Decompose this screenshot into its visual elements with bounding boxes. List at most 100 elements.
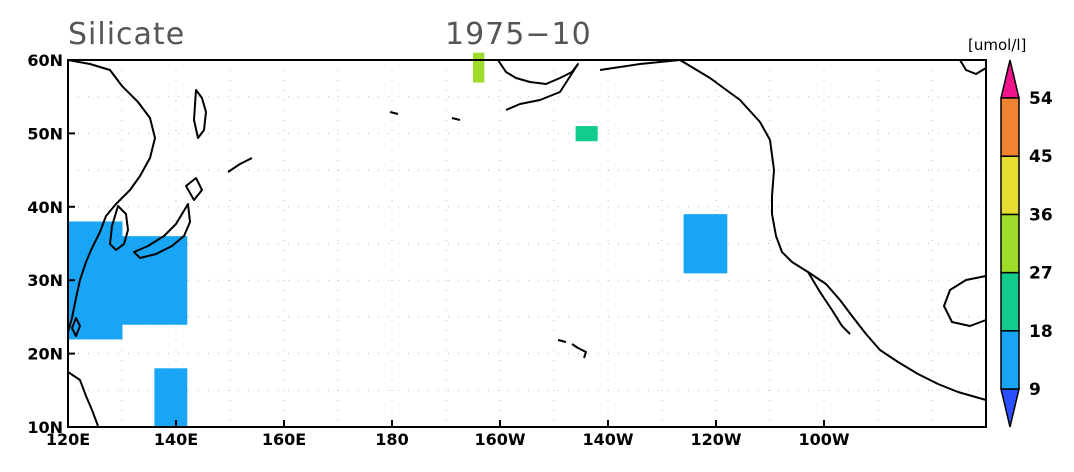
coastline-hawaii xyxy=(557,339,587,359)
data-cell xyxy=(705,214,717,230)
data-cell xyxy=(68,236,80,252)
data-cell xyxy=(100,324,112,340)
data-cell xyxy=(473,67,485,83)
coastline-philippines xyxy=(67,371,99,427)
data-cell xyxy=(89,324,101,340)
data-cell xyxy=(165,309,177,325)
colorbar-segment xyxy=(1000,155,1020,216)
data-cell xyxy=(154,236,166,252)
region-east-china-sea xyxy=(68,221,123,340)
colorbar-label: 54 xyxy=(1029,89,1053,109)
data-cell xyxy=(176,280,188,296)
coastline-asia xyxy=(67,59,156,333)
data-cell xyxy=(683,243,695,259)
coastline-korea xyxy=(109,205,129,251)
lat-tick-label: 50N xyxy=(27,124,63,143)
data-cell xyxy=(716,243,728,259)
data-cell xyxy=(694,243,706,259)
data-cell xyxy=(122,294,134,311)
data-cell xyxy=(89,309,101,325)
data-cell xyxy=(176,382,188,399)
data-cell xyxy=(705,243,717,259)
data-cell xyxy=(154,280,166,296)
lat-tick-label: 10N xyxy=(27,418,63,437)
data-cell xyxy=(165,250,177,267)
data-cell xyxy=(683,228,695,244)
data-cell xyxy=(111,250,123,267)
data-cell xyxy=(78,250,91,267)
data-cell xyxy=(78,309,91,325)
data-cell xyxy=(176,368,188,384)
coastline-sakhalin xyxy=(193,89,207,139)
lat-tick-label: 30N xyxy=(27,271,63,290)
data-cell xyxy=(111,265,123,281)
data-cell xyxy=(165,265,177,281)
data-cell xyxy=(122,250,134,267)
data-cell xyxy=(176,397,188,413)
data-cells xyxy=(68,52,728,428)
data-cell xyxy=(111,221,123,237)
data-cell xyxy=(154,368,166,384)
data-cell xyxy=(154,397,166,413)
data-cell xyxy=(165,412,177,428)
data-cell xyxy=(586,126,598,142)
data-cell xyxy=(100,309,112,325)
data-cell xyxy=(132,265,145,281)
colorbar-label: 18 xyxy=(1029,322,1053,342)
map-frame xyxy=(67,59,987,428)
coastline-hokkaido xyxy=(185,177,203,201)
data-cell xyxy=(89,265,101,281)
lon-tick-label: 120E xyxy=(46,430,90,449)
data-cell xyxy=(143,265,155,281)
coastline-kuril xyxy=(227,157,253,173)
data-cell xyxy=(122,309,134,325)
data-cell xyxy=(176,294,188,311)
coastline-north-america xyxy=(769,139,987,401)
coastline-gulf-of-mexico xyxy=(943,275,987,327)
region-western-pacific-tropics xyxy=(154,368,188,428)
colorbar-label: 27 xyxy=(1029,264,1053,284)
data-cell xyxy=(143,280,155,296)
data-cell xyxy=(78,280,91,296)
coastline-honshu xyxy=(133,203,191,259)
data-cell xyxy=(143,250,155,267)
data-cell xyxy=(154,265,166,281)
data-cell xyxy=(111,294,123,311)
data-cell xyxy=(176,250,188,267)
data-cell xyxy=(165,368,177,384)
data-cell xyxy=(165,294,177,311)
data-cell xyxy=(68,294,80,311)
data-cell xyxy=(78,265,91,281)
colorbar-label: 45 xyxy=(1029,147,1053,167)
coastline-taiwan xyxy=(71,317,81,337)
colorbar-segment xyxy=(1000,271,1020,332)
data-cell xyxy=(89,294,101,311)
data-cell xyxy=(89,221,101,237)
lon-tick-label: 160E xyxy=(262,430,306,449)
colorbar-unit: [umol/l] xyxy=(968,36,1026,54)
region-gulf-of-alaska xyxy=(575,126,598,142)
data-cell xyxy=(122,236,134,252)
data-cell xyxy=(122,280,134,296)
data-cell xyxy=(78,324,91,340)
data-cell xyxy=(111,280,123,296)
lon-tick-label: 140E xyxy=(154,430,198,449)
data-cell xyxy=(683,214,695,230)
data-cell xyxy=(143,309,155,325)
data-cell xyxy=(78,294,91,311)
data-cell xyxy=(89,250,101,267)
data-cell xyxy=(176,265,188,281)
data-cell xyxy=(68,280,80,296)
colorbar-label: 9 xyxy=(1029,380,1041,400)
data-cell xyxy=(111,309,123,325)
data-cell xyxy=(716,214,728,230)
data-cell xyxy=(694,228,706,244)
coastline-baja xyxy=(807,271,851,335)
data-cell xyxy=(78,236,91,252)
data-cell xyxy=(100,280,112,296)
data-cell xyxy=(143,236,155,252)
data-cell xyxy=(154,294,166,311)
